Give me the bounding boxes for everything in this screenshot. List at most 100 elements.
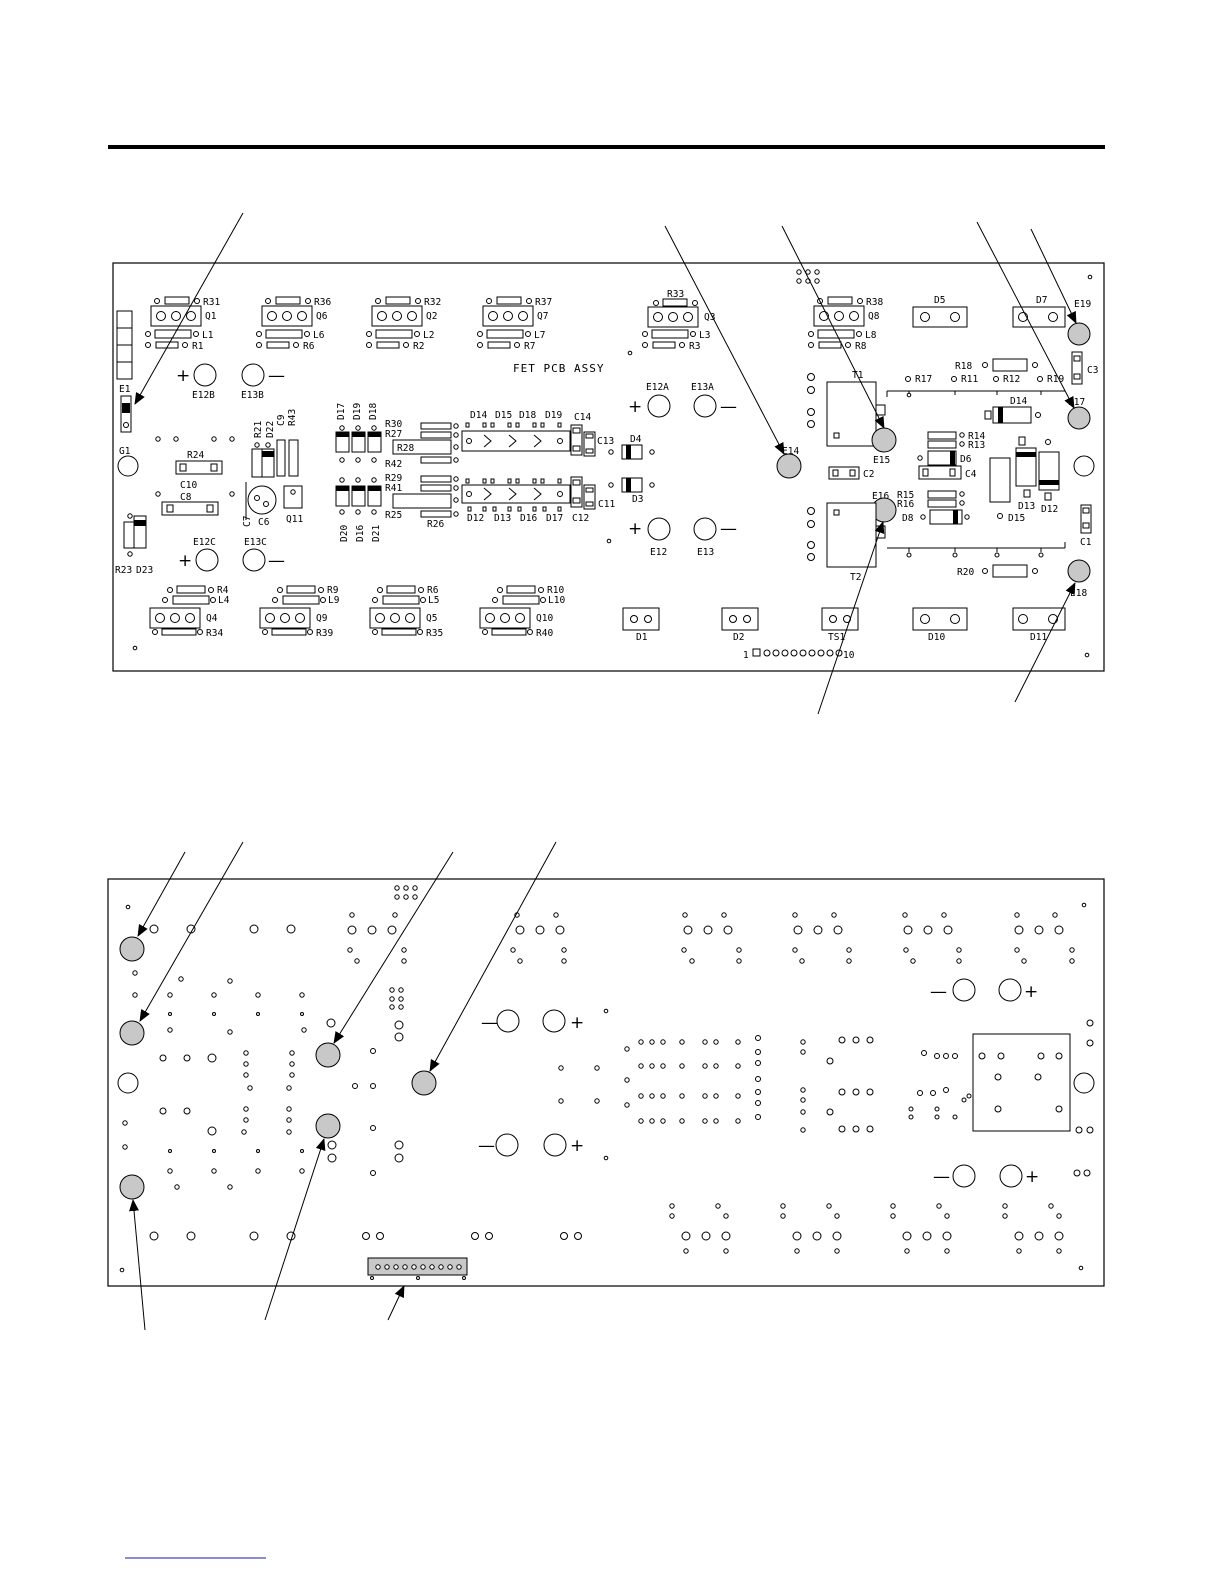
- svg-text:R6: R6: [427, 585, 439, 596]
- ground-g1: G1: [117, 446, 139, 477]
- svg-text:R3: R3: [689, 341, 700, 352]
- svg-text:E17: E17: [1068, 397, 1085, 408]
- resistor-r20: R20: [957, 564, 1038, 578]
- svg-text:L9: L9: [328, 595, 340, 606]
- terminal-e13c: E13C —: [242, 537, 285, 572]
- resistor-r15-group: R15 R16 D8: [897, 490, 970, 525]
- svg-text:R35: R35: [426, 628, 443, 639]
- capacitor-c1: C1: [1080, 504, 1092, 548]
- svg-text:R43: R43: [287, 409, 298, 426]
- diode-d2: D2: [721, 607, 759, 643]
- svg-text:Q8: Q8: [868, 311, 880, 322]
- svg-text:Q11: Q11: [286, 514, 303, 525]
- svg-text:Q5: Q5: [426, 613, 437, 624]
- svg-text:Q9: Q9: [316, 613, 328, 624]
- svg-text:R39: R39: [316, 628, 333, 639]
- transistor-q5: R6 L5 Q5 R35: [369, 585, 443, 639]
- svg-text:D12: D12: [467, 513, 484, 524]
- svg-text:D15: D15: [495, 410, 512, 421]
- svg-text:Q4: Q4: [206, 613, 218, 624]
- svg-text:—: —: [933, 1167, 950, 1187]
- svg-text:C3: C3: [1087, 365, 1098, 376]
- svg-text:R17: R17: [915, 374, 932, 385]
- svg-text:D19: D19: [352, 403, 363, 420]
- svg-text:E13C: E13C: [244, 537, 267, 548]
- svg-text:D15: D15: [1008, 513, 1025, 524]
- svg-text:Q3: Q3: [704, 312, 715, 323]
- svg-text:+: +: [176, 366, 190, 386]
- svg-text:+: +: [1025, 1167, 1039, 1187]
- transistor-q2: R32 Q2 L2 R2: [366, 296, 441, 352]
- svg-text:R20: R20: [957, 567, 974, 578]
- svg-text:R36: R36: [314, 297, 331, 308]
- svg-text:D13: D13: [1018, 501, 1035, 512]
- svg-text:R31: R31: [203, 297, 220, 308]
- svg-text:D17: D17: [546, 513, 563, 524]
- svg-text:Q1: Q1: [205, 311, 217, 322]
- svg-text:E13B: E13B: [241, 390, 264, 401]
- svg-text:10: 10: [843, 650, 855, 661]
- svg-text:E15: E15: [873, 455, 890, 466]
- svg-text:C2: C2: [863, 469, 874, 480]
- svg-text:—: —: [268, 551, 285, 571]
- transformer-t2: T2: [807, 502, 877, 583]
- svg-text:E14: E14: [782, 446, 799, 457]
- svg-text:R34: R34: [206, 628, 223, 639]
- transistor-q3: R33 Q3 L3 R3: [642, 289, 715, 352]
- diode-array-upper: D17 D19 D18: [335, 403, 382, 463]
- left-connector: [116, 310, 133, 380]
- capacitor-c3: C3: [1071, 351, 1098, 385]
- svg-text:D21: D21: [371, 525, 382, 542]
- diode-d12: D12: [1038, 439, 1060, 515]
- svg-text:D14: D14: [470, 410, 487, 421]
- svg-text:R28: R28: [397, 443, 414, 454]
- solder-pads-mid-left: [326, 885, 582, 1240]
- test-point-e18: E18: [1067, 559, 1091, 599]
- svg-text:L1: L1: [202, 330, 214, 341]
- svg-text:D16: D16: [355, 525, 366, 542]
- svg-text:R23: R23: [115, 565, 132, 576]
- diode-d13: D13: [1015, 436, 1037, 512]
- ten-pin-header: 1 10: [743, 648, 855, 661]
- terminal-e12c: E12C +: [178, 537, 219, 572]
- capacitor-c6: C7 C6: [242, 482, 277, 528]
- test-point-s5: [315, 1113, 341, 1139]
- svg-text:D7: D7: [1036, 295, 1047, 306]
- svg-text:R19: R19: [1047, 374, 1064, 385]
- svg-text:L4: L4: [218, 595, 230, 606]
- terminal-e13a: E13A —: [691, 382, 737, 418]
- svg-text:E12A: E12A: [646, 382, 669, 393]
- svg-text:C8: C8: [180, 492, 192, 503]
- svg-text:R12: R12: [1003, 374, 1020, 385]
- svg-text:E1: E1: [119, 384, 131, 395]
- svg-text:E12: E12: [650, 547, 667, 558]
- svg-text:D10: D10: [928, 632, 945, 643]
- svg-text:R18: R18: [955, 361, 972, 372]
- solder-pads-left: [119, 902, 1087, 1273]
- test-point-s2: [119, 1020, 145, 1046]
- svg-text:C14: C14: [574, 412, 591, 423]
- svg-text:R25: R25: [385, 510, 402, 521]
- pin-cluster-top: [796, 269, 820, 284]
- transistor-q1: R31 Q1 L1 R1: [145, 296, 220, 352]
- solder-transformer-footprint: [908, 1019, 1094, 1177]
- svg-text:R40: R40: [536, 628, 553, 639]
- diode-row-lower: D12 D13 D16 D17: [461, 478, 571, 524]
- solder-pads-top-right: [681, 912, 1075, 964]
- diode-d15: D15: [989, 457, 1025, 524]
- solder-pad-array-center: [624, 1035, 874, 1133]
- svg-text:R41: R41: [385, 483, 402, 494]
- svg-text:D12: D12: [1041, 504, 1058, 515]
- svg-text:C13: C13: [597, 436, 614, 447]
- svg-text:D18: D18: [368, 403, 379, 420]
- solder-side-outline: [107, 878, 1105, 1287]
- header-rule: [108, 145, 1105, 149]
- terminal-e1: E1: [119, 384, 132, 433]
- resistor-r21-group: R21 D22 C9 R43: [251, 409, 299, 478]
- svg-text:R26: R26: [427, 519, 444, 530]
- test-point-s4: [411, 1070, 437, 1096]
- svg-text:R14: R14: [968, 431, 985, 442]
- svg-text:R38: R38: [866, 297, 883, 308]
- svg-text:R30: R30: [385, 419, 402, 430]
- svg-text:L8: L8: [865, 330, 877, 341]
